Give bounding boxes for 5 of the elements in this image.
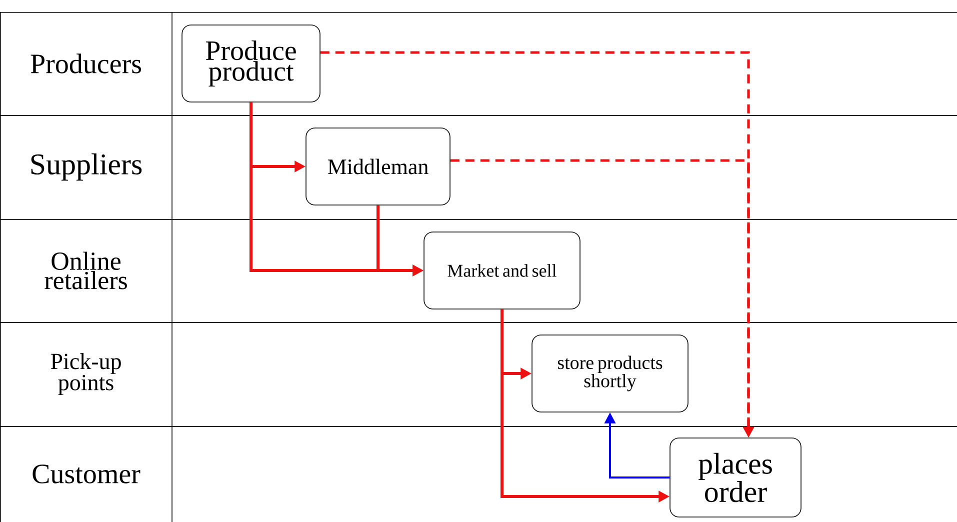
process-box: Produce product <box>182 24 320 102</box>
process-box: Market and sell <box>424 232 580 310</box>
process-box: places order <box>670 438 802 518</box>
process-box: Middleman <box>306 128 450 206</box>
process-box: store products shortly <box>532 334 688 412</box>
